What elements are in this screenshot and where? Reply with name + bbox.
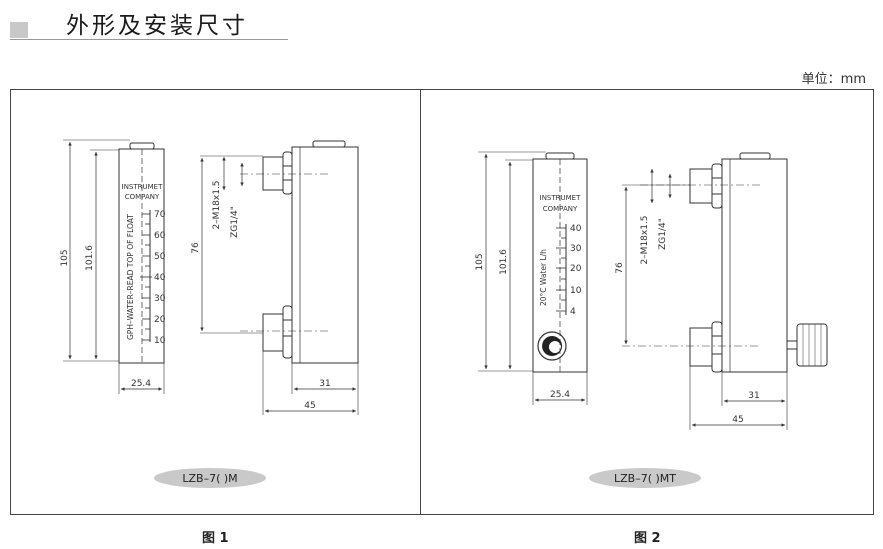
fig2-top-fitting — [689, 168, 713, 204]
fig2-label-1016: 101.6 — [499, 249, 509, 275]
fig1-tick-label: 60 — [154, 231, 166, 241]
fig1-scale-ticks — [140, 213, 152, 341]
fig2-label-105: 105 — [475, 253, 485, 270]
fig2-model-label: LZB–7( )MT — [614, 472, 676, 485]
fig1-top-fitting — [262, 156, 284, 191]
fig1-brand-1: INSTRUMET — [122, 183, 163, 191]
fig2-scale-ticks — [556, 227, 566, 312]
fig1-scale-label: GPH–WATER–READ TOP OF FLOAT — [126, 214, 135, 340]
fig2-model-badge — [589, 468, 701, 488]
fig1-tick-label: 20 — [154, 315, 166, 325]
fig1-model-badge — [154, 468, 266, 488]
fig2-tick-labels: 40 30 20 10 4 — [570, 224, 582, 317]
fig2-label-width: 25.4 — [550, 390, 570, 400]
fig1-label-pipe: ZG1/4" — [230, 206, 240, 238]
fig2-tick-label: 4 — [570, 307, 576, 317]
fig1-tick-label: 40 — [154, 273, 166, 283]
fig2-side-knob — [796, 323, 828, 367]
fig1-brand-2: COMPANY — [125, 193, 160, 201]
page-title: 外形及安装尺寸 — [66, 13, 248, 39]
fig2-bottom-nut — [711, 321, 723, 373]
figure-1-caption: 图 1 — [202, 531, 229, 546]
figure-2 — [478, 151, 828, 430]
fig1-model-label: LZB–7( )M — [182, 472, 237, 485]
fig2-knob-face — [542, 336, 563, 356]
fig1-top-nut — [282, 151, 293, 195]
fig2-scale-label: 20°C Water L/h — [539, 249, 548, 306]
unit-label: 单位：mm — [801, 72, 866, 87]
fig1-side-body — [291, 146, 359, 364]
fig2-brand-2: COMPANY — [543, 205, 578, 213]
fig2-tick-label: 40 — [570, 224, 582, 234]
fig1-bottom-fitting — [262, 313, 284, 352]
fig1-tick-label: 30 — [154, 294, 166, 304]
figure-1 — [63, 139, 359, 415]
fig1-tick-labels: 70 60 50 40 30 20 10 — [154, 210, 166, 346]
figure-2-caption: 图 2 — [634, 531, 661, 546]
fig2-side-body — [721, 158, 788, 373]
fig2-label-overall: 45 — [732, 415, 743, 425]
fig2-bottom-fitting — [689, 327, 713, 367]
drawing-frame — [10, 89, 874, 515]
fig1-label-105: 105 — [60, 249, 70, 266]
fig2-label-depth: 31 — [748, 391, 759, 401]
fig2-top-cap — [545, 152, 575, 160]
fig1-top-cap — [129, 142, 155, 150]
fig2-tick-label: 10 — [570, 286, 582, 296]
fig2-label-pipe: ZG1/4" — [658, 218, 668, 250]
frame-divider — [420, 89, 421, 515]
fig1-label-76: 76 — [191, 242, 201, 254]
fig2-label-76: 76 — [615, 262, 625, 274]
fig2-label-thread: 2–M18x1.5 — [640, 215, 650, 264]
fig1-label-width: 25.4 — [131, 379, 151, 389]
fig1-label-overall: 45 — [304, 401, 315, 411]
fig2-tick-label: 20 — [570, 264, 582, 274]
fig2-top-nut — [711, 163, 723, 209]
fig1-bottom-nut — [282, 305, 293, 359]
fig1-label-depth: 31 — [319, 379, 330, 389]
fig1-label-thread: 2–M18x1.5 — [212, 180, 222, 229]
fig1-tick-label: 70 — [154, 210, 166, 220]
fig2-tick-label: 30 — [570, 244, 582, 254]
fig1-tick-label: 10 — [154, 336, 166, 346]
fig2-brand-1: INSTRUMET — [540, 194, 581, 202]
fig1-label-1016: 101.6 — [85, 245, 95, 271]
title-marker — [10, 22, 28, 38]
title-underline — [10, 39, 288, 40]
fig2-valve-knob — [537, 331, 567, 361]
fig1-tick-label: 50 — [154, 252, 166, 262]
